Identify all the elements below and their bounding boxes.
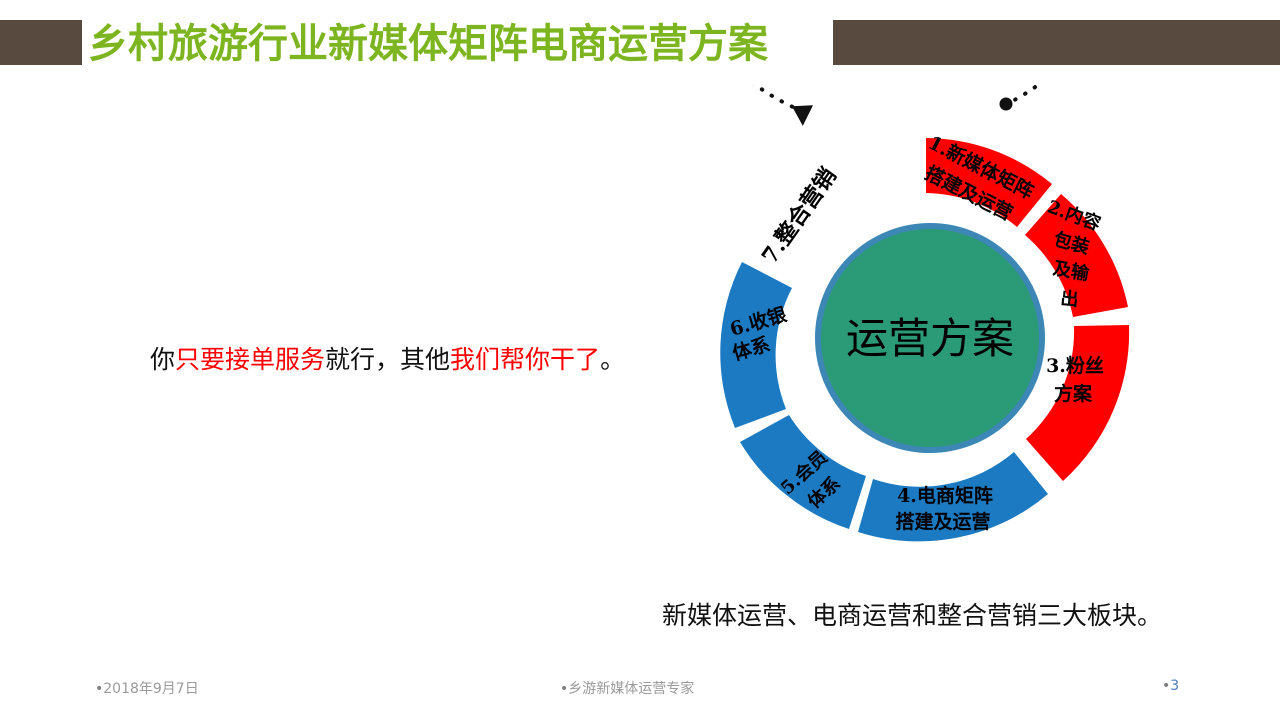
segment-2[interactable]: 2.内容 包装 及输 出 [1025, 194, 1128, 317]
left-caption-part5: 。 [600, 345, 626, 374]
svg-text:搭建及运营: 搭建及运营 [895, 510, 990, 533]
donut-diagram: 1.新媒体矩阵 搭建及运营 2.内容 包装 及输 出 3.粉丝 方案 [620, 0, 1140, 595]
left-caption-part1: 你 [150, 345, 176, 374]
left-caption-highlight-2: 我们帮你干了 [450, 345, 601, 374]
segment-6[interactable]: 6.收银 体系 [720, 262, 792, 428]
segment-1-shape[interactable] [926, 138, 1052, 227]
segment-2-shape[interactable] [1025, 194, 1128, 317]
segment-5-shape[interactable] [740, 415, 866, 529]
svg-text:方案: 方案 [1054, 382, 1093, 405]
slide-header: 乡村旅游行业新媒体矩阵电商运营方案 [0, 0, 1280, 90]
segment-1[interactable]: 1.新媒体矩阵 搭建及运营 [921, 131, 1052, 227]
footer-center: •乡游新媒体运营专家 [560, 678, 694, 698]
segment-4-label: 4.电商矩阵 搭建及运营 [895, 484, 992, 533]
svg-text:4.电商矩阵: 4.电商矩阵 [897, 484, 993, 507]
segment-4-shape[interactable] [858, 452, 1048, 542]
segment-6-shape[interactable] [720, 262, 792, 428]
left-caption-highlight-1: 只要接单服务 [175, 345, 326, 374]
segment-5[interactable]: 5.会员 体系 [740, 415, 866, 529]
arc-arrowhead [791, 105, 814, 126]
footer-date: •2018年9月7日 [95, 678, 199, 698]
page-title: 乡村旅游行业新媒体矩阵电商运营方案 [88, 21, 768, 67]
footer-page-number: •3 [1162, 678, 1179, 694]
footer-page-value: 3 [1170, 678, 1180, 694]
header-bar-right [833, 20, 1280, 65]
segment-3-shape[interactable] [1026, 325, 1130, 481]
left-caption: 你只要接单服务就行，其他我们帮你干了。 [150, 340, 625, 376]
arc-start-dot [999, 97, 1013, 111]
footer-center-bullet: • [560, 681, 569, 697]
footer-page-bullet: • [1162, 678, 1171, 694]
segment-3-label: 3.粉丝 方案 [1046, 354, 1104, 405]
segment-3[interactable]: 3.粉丝 方案 [1026, 325, 1130, 481]
bottom-caption: 新媒体运营、电商运营和整合营销三大板块。 [662, 601, 1163, 630]
center-label: 运营方案 [846, 314, 1014, 363]
header-bar-left [0, 20, 82, 65]
left-caption-part3: 就行，其他 [325, 345, 451, 374]
svg-text:出: 出 [1060, 287, 1080, 310]
dotted-arc-group [679, 0, 1114, 126]
footer-date-bullet: • [95, 681, 104, 697]
svg-text:3.粉丝: 3.粉丝 [1046, 354, 1104, 377]
dotted-arc [679, 0, 1114, 116]
footer-date-text: 2018年9月7日 [103, 681, 199, 697]
segment-4[interactable]: 4.电商矩阵 搭建及运营 [858, 452, 1048, 542]
center-circle[interactable] [815, 223, 1045, 453]
arc-label: 7.整合营销 [757, 163, 842, 269]
footer-center-text: 乡游新媒体运营专家 [568, 681, 695, 697]
